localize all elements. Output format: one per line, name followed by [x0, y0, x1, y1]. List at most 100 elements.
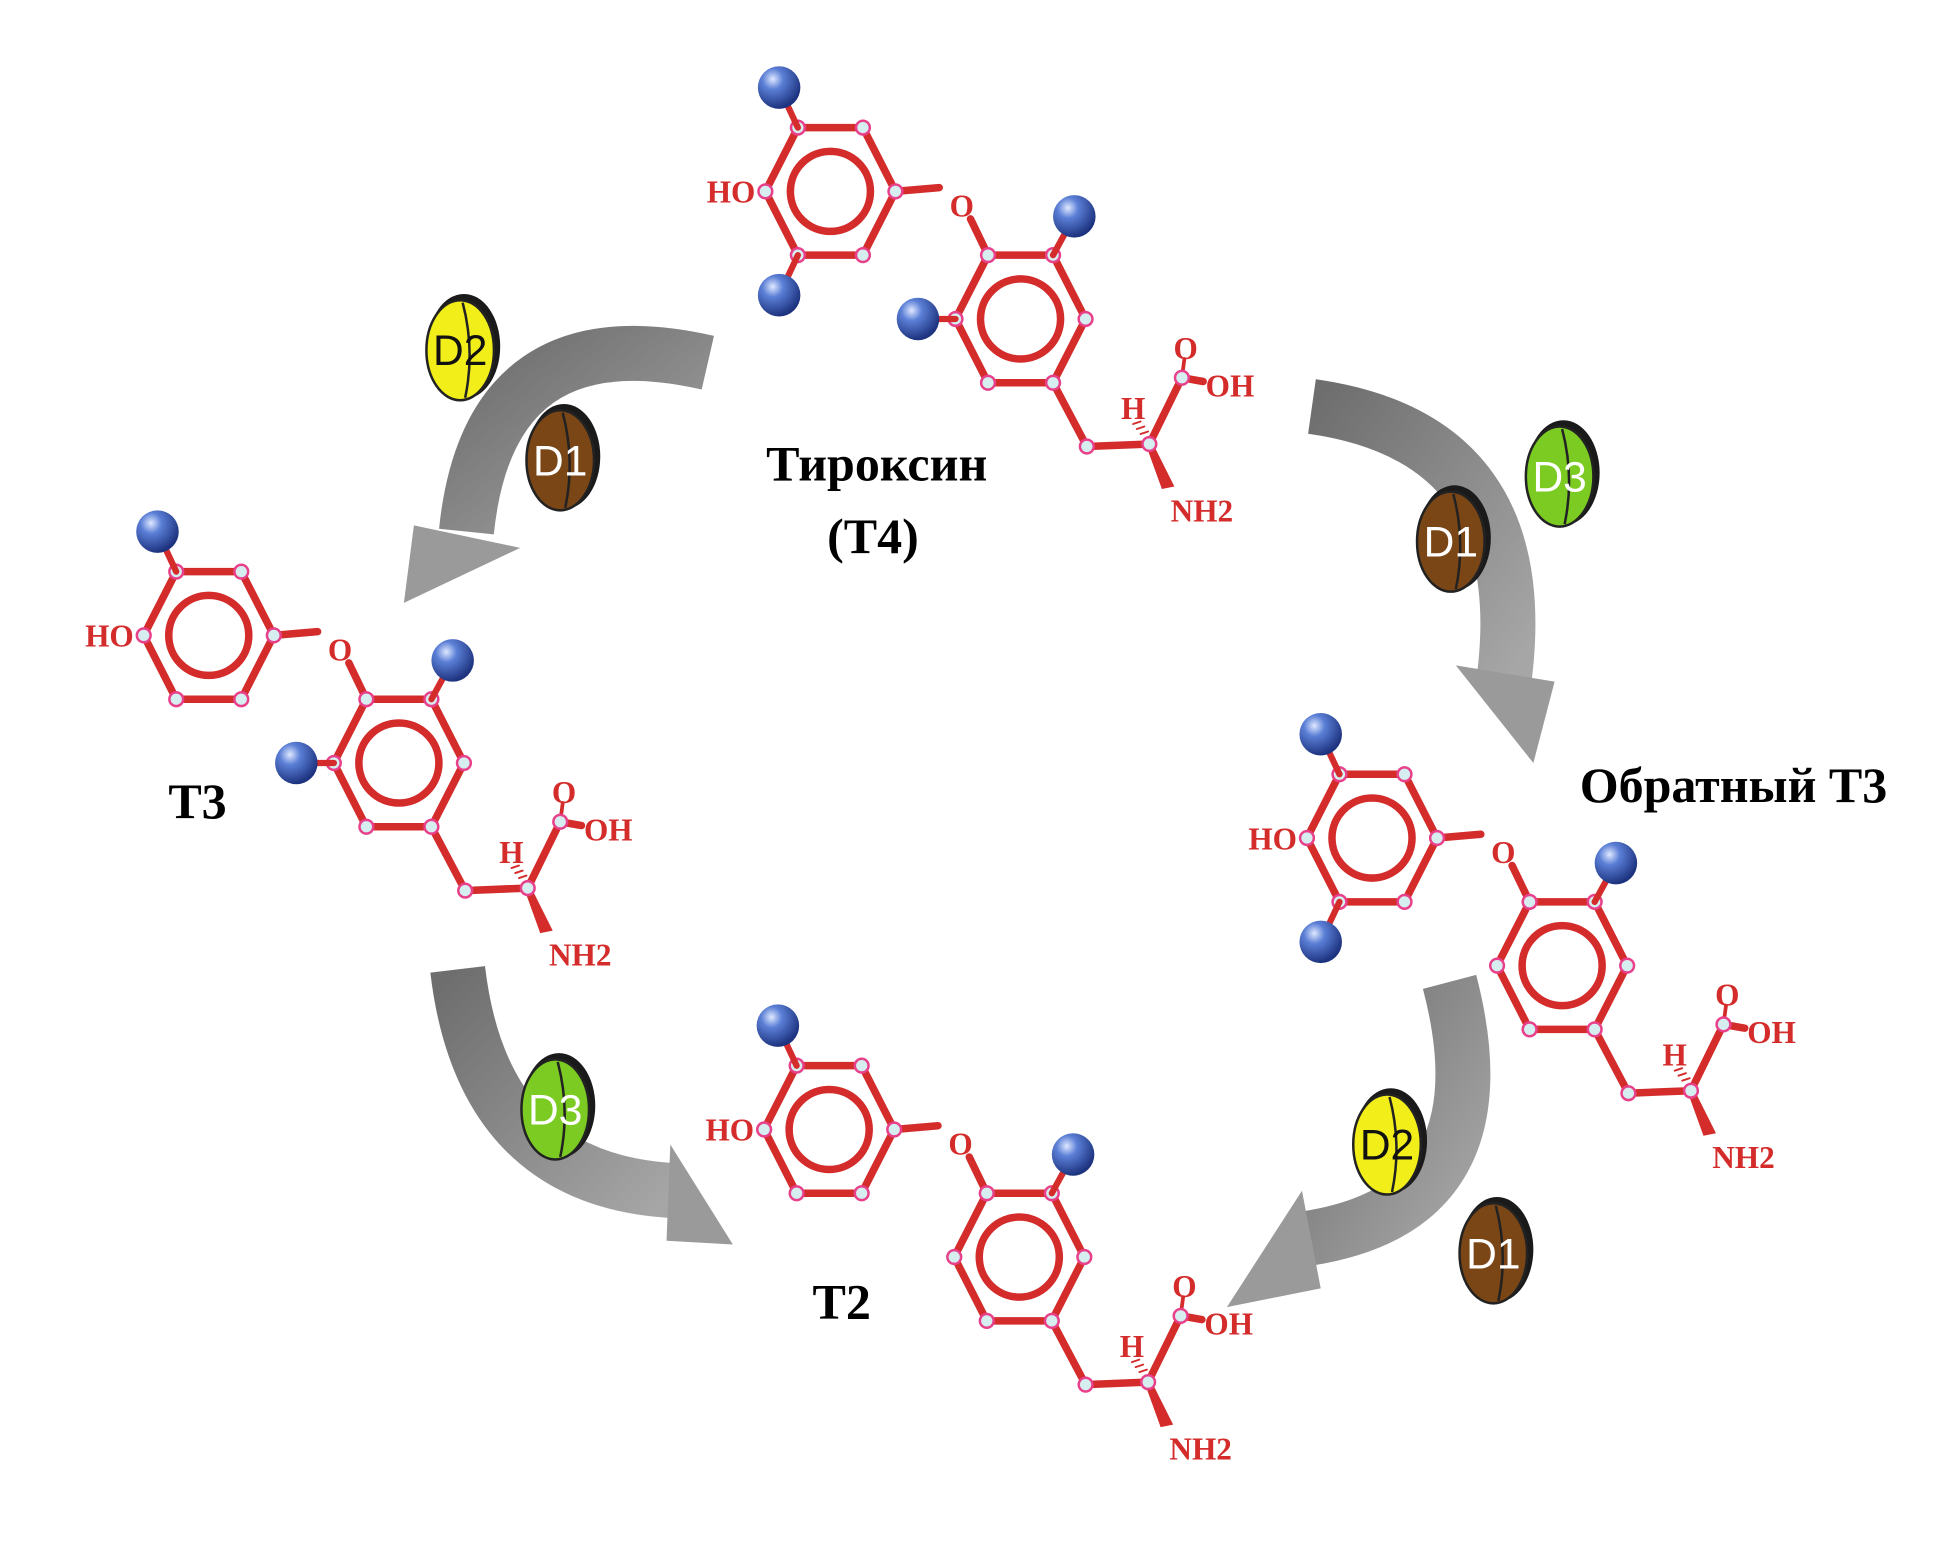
- atom-node: [757, 183, 774, 200]
- enzyme-d3: D3: [520, 1053, 596, 1161]
- bond: [1049, 378, 1091, 451]
- enzyme-blob-icon: [425, 298, 496, 402]
- atom-label-hydroxyl: HO: [85, 619, 134, 654]
- atom-node: [978, 1312, 995, 1329]
- bond: [518, 874, 528, 879]
- bond: [1130, 1358, 1141, 1364]
- aromatic-circle: [976, 275, 1065, 363]
- atom-node: [1172, 1307, 1189, 1324]
- reaction-arrow-4: [1226, 974, 1491, 1308]
- atom-node: [457, 882, 474, 899]
- enzyme-blob-icon: [520, 1058, 591, 1161]
- wedge-bond: [1144, 1382, 1174, 1428]
- arrowhead-icon: [403, 525, 521, 603]
- enzyme-d3: D3: [1524, 420, 1600, 528]
- atom-node: [853, 1057, 870, 1074]
- atom-node: [455, 754, 473, 772]
- enzyme-label: D2: [433, 328, 487, 375]
- atom-label-carbonyl: O: [1172, 1269, 1196, 1304]
- enzyme-label: D2: [1360, 1122, 1414, 1169]
- atom-node: [1488, 957, 1506, 974]
- benzene-ring: [950, 1189, 1089, 1325]
- iodine-atom-icon: [757, 66, 801, 109]
- atom-node: [1620, 1085, 1637, 1102]
- atom-node: [1619, 957, 1636, 974]
- bond: [510, 864, 520, 869]
- labels: Тироксин (T4) T3 Обратный T3 T2: [168, 435, 1887, 1329]
- arrowhead-icon: [666, 1144, 733, 1245]
- atom-node: [1044, 374, 1062, 391]
- enzyme-blob-icon: [1351, 1093, 1423, 1196]
- atom-label-hydrogen: H: [1120, 1329, 1144, 1364]
- atom-node: [1141, 435, 1158, 453]
- atom-node: [887, 183, 904, 200]
- iodine-atom-icon: [1594, 841, 1638, 885]
- atom-node: [853, 1185, 870, 1202]
- iodine-atom-icon: [756, 1004, 800, 1047]
- atom-label-hydroxyl: HO: [705, 1113, 754, 1148]
- atom-node: [552, 813, 569, 830]
- atom-node: [886, 1121, 903, 1138]
- atom-node: [1077, 310, 1094, 328]
- iodine-atom-icon: [1299, 920, 1342, 964]
- enzyme-d2: D2: [1351, 1088, 1428, 1196]
- atom-node: [1298, 829, 1316, 847]
- benzene-ring: [1492, 898, 1632, 1034]
- enzyme-label: D3: [1532, 455, 1586, 502]
- atom-label-ether: O: [328, 632, 352, 667]
- enzyme-fold: [556, 1061, 566, 1158]
- t3-label: T3: [168, 773, 226, 829]
- atom-label-amine: NH2: [1171, 494, 1234, 529]
- enzyme-blob-icon: [1415, 490, 1486, 593]
- bond: [1673, 1067, 1684, 1072]
- atom-label-hydrogen: H: [499, 835, 523, 870]
- arrow-body: [439, 325, 714, 535]
- atom-label-hydrogen: H: [1663, 1038, 1687, 1073]
- atom-node: [1521, 893, 1538, 910]
- enzyme-blob-icon: [1524, 425, 1595, 528]
- arrowhead-icon: [1226, 1190, 1321, 1308]
- atom-node: [135, 627, 152, 644]
- atom-node: [979, 247, 997, 264]
- enzyme-fold: [1560, 428, 1571, 525]
- atom-label-acid: OH: [1206, 369, 1255, 404]
- atom-label-amine: NH2: [1712, 1140, 1774, 1175]
- atom-label-carbonyl: O: [1173, 331, 1197, 366]
- bond: [523, 818, 564, 892]
- atom-node: [423, 818, 440, 835]
- arrow-body: [1307, 379, 1536, 679]
- aromatic-circle: [975, 1213, 1064, 1301]
- atom-node: [1428, 829, 1446, 847]
- atom-label-hydrogen: H: [1121, 391, 1145, 426]
- bond: [1677, 1072, 1687, 1077]
- bond: [1590, 1025, 1633, 1097]
- t4-abbr-label: (T4): [827, 508, 919, 564]
- benzene-ring: [761, 123, 900, 259]
- iodine-atom-icon: [275, 741, 318, 785]
- enzyme-fold: [1494, 1205, 1504, 1302]
- atom-node: [168, 691, 185, 708]
- atom-node: [519, 879, 536, 897]
- enzyme-fold: [561, 412, 571, 509]
- atom-node: [1586, 1021, 1603, 1038]
- iodine-atom-icon: [757, 273, 801, 317]
- bond: [1138, 1368, 1148, 1374]
- iodine-atom-icon: [1053, 195, 1096, 238]
- iodine-atom-icon: [1051, 1133, 1095, 1176]
- atom-node: [979, 374, 997, 391]
- bond: [1687, 1020, 1728, 1095]
- bond: [1145, 373, 1186, 448]
- atom-node: [1396, 766, 1413, 783]
- bond: [1134, 1363, 1145, 1369]
- enzyme-d1: D1: [1415, 485, 1491, 593]
- atom-node: [1682, 1082, 1700, 1099]
- bond: [1624, 1086, 1695, 1097]
- atom-label-hydroxyl: HO: [1248, 821, 1297, 856]
- atom-node: [1078, 438, 1095, 455]
- atom-node: [978, 1185, 995, 1202]
